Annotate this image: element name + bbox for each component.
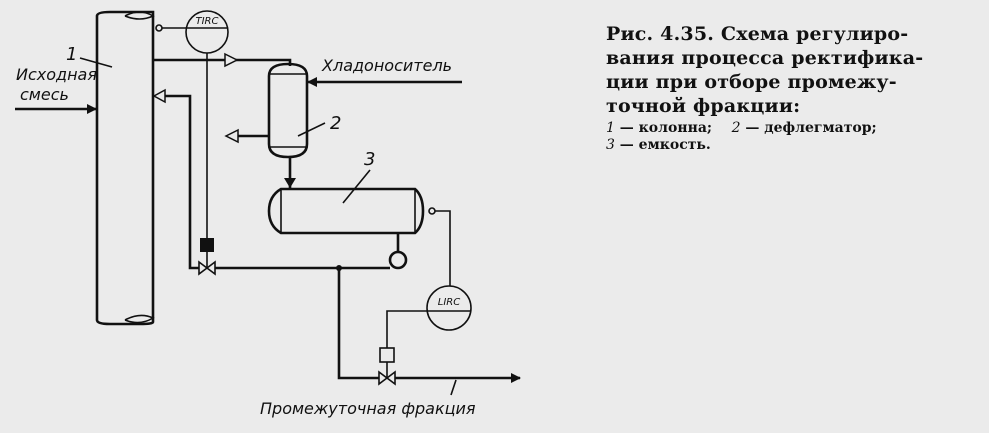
lirc-controller: LIRC <box>426 285 472 331</box>
legend-num: 1 <box>606 120 615 136</box>
feed-label-line1: Исходная <box>16 65 97 84</box>
column-number: 1 <box>66 44 77 65</box>
caption-line: вания процесса ректифика- <box>606 47 924 69</box>
caption-line: Рис. 4.35. Схема регулиро- <box>606 23 909 45</box>
tirc-label: TIRC <box>196 16 219 27</box>
product-control-valve <box>378 370 396 386</box>
tank-number: 3 <box>364 149 375 170</box>
column-leader-line <box>79 57 113 68</box>
reflux-tank <box>267 187 425 235</box>
tirc-controller: TIRC <box>185 10 229 54</box>
reflux-return-arrow <box>152 88 166 104</box>
legend-num: 2 <box>731 120 741 136</box>
pump <box>388 250 408 270</box>
condenser <box>267 62 309 159</box>
valve-actuator-open <box>379 347 395 363</box>
level-sensor <box>428 207 436 215</box>
legend-text: — дефлегматор; <box>745 120 877 136</box>
product-label: Промежуточная фракция <box>260 399 476 418</box>
lirc-label: LIRC <box>438 297 460 308</box>
legend-text: — колонна; <box>619 120 713 136</box>
feed-label-line2: смесь <box>20 85 69 104</box>
caption-legend: 1 — колонна; 2 — дефлегматор; 3 — емкост… <box>606 120 986 154</box>
flow-arrow-open <box>224 52 239 68</box>
coolant-outlet-arrow <box>224 128 239 144</box>
caption-line: ции при отборе промежу- <box>606 71 897 93</box>
caption-line: точной фракции: <box>606 95 801 117</box>
legend-num: 3 <box>606 137 615 153</box>
figure-caption: Рис. 4.35. Схема регулиро- вания процесс… <box>606 22 986 154</box>
condensate-arrow <box>284 178 296 188</box>
legend-text: — емкость. <box>619 137 711 153</box>
caption-title: Рис. 4.35. Схема регулиро- вания процесс… <box>606 22 986 118</box>
temperature-sensor <box>155 24 163 32</box>
reflux-control-valve <box>198 260 216 276</box>
distillation-column <box>95 10 155 326</box>
coolant-label: Хладоноситель <box>321 56 452 75</box>
condenser-number: 2 <box>330 113 341 134</box>
valve-actuator-filled <box>200 238 214 252</box>
